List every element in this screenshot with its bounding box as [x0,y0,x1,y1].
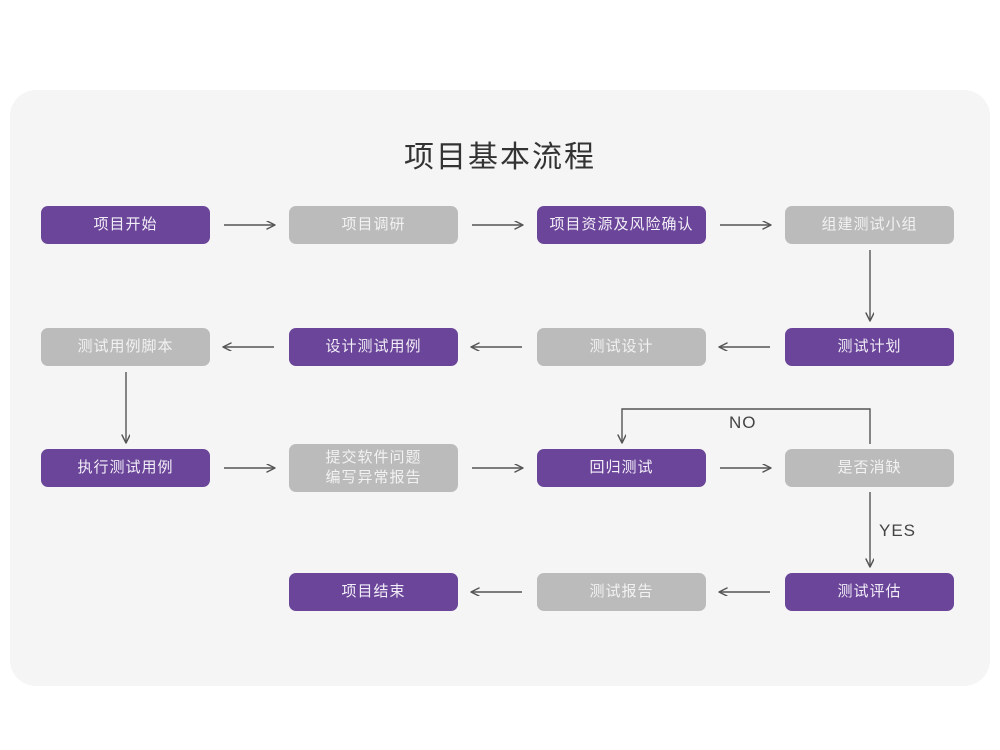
node-label: 执行测试用例 [77,459,174,476]
node-label: 测试设计 [589,338,654,355]
node-label: 测试用例脚本 [77,338,174,355]
node-defect-resolved[interactable]: 是否消缺 [785,449,954,487]
node-label: 项目资源及风险确认 [549,216,694,233]
node-project-research[interactable]: 项目调研 [289,206,458,244]
node-regression-test[interactable]: 回归测试 [537,449,706,487]
edge-label-yes: YES [879,521,917,540]
node-test-plan[interactable]: 测试计划 [785,328,954,366]
node-form-test-team[interactable]: 组建测试小组 [785,206,954,244]
node-label: 回归测试 [589,459,654,476]
node-label: 是否消缺 [837,459,902,476]
node-label: 测试报告 [589,583,654,600]
node-label: 组建测试小组 [821,216,918,233]
edge-label-no: NO [729,413,757,432]
node-label: 设计测试用例 [325,338,422,355]
node-label: 项目结束 [341,583,406,600]
node-label: 测试评估 [837,583,902,600]
page-title: 项目基本流程 [404,141,596,174]
node-test-evaluation[interactable]: 测试评估 [785,573,954,611]
node-label: 测试计划 [837,338,902,355]
node-test-design[interactable]: 测试设计 [537,328,706,366]
node-design-test-cases[interactable]: 设计测试用例 [289,328,458,366]
node-project-start[interactable]: 项目开始 [41,206,210,244]
node-submit-defect-report[interactable]: 提交软件问题 编写异常报告 [289,444,458,492]
node-label: 提交软件问题 编写异常报告 [325,449,422,486]
node-resource-risk-confirm[interactable]: 项目资源及风险确认 [537,206,706,244]
node-test-report[interactable]: 测试报告 [537,573,706,611]
node-label: 项目开始 [93,216,158,233]
node-execute-test-cases[interactable]: 执行测试用例 [41,449,210,487]
node-project-end[interactable]: 项目结束 [289,573,458,611]
node-label: 项目调研 [341,216,406,233]
node-test-case-script[interactable]: 测试用例脚本 [41,328,210,366]
